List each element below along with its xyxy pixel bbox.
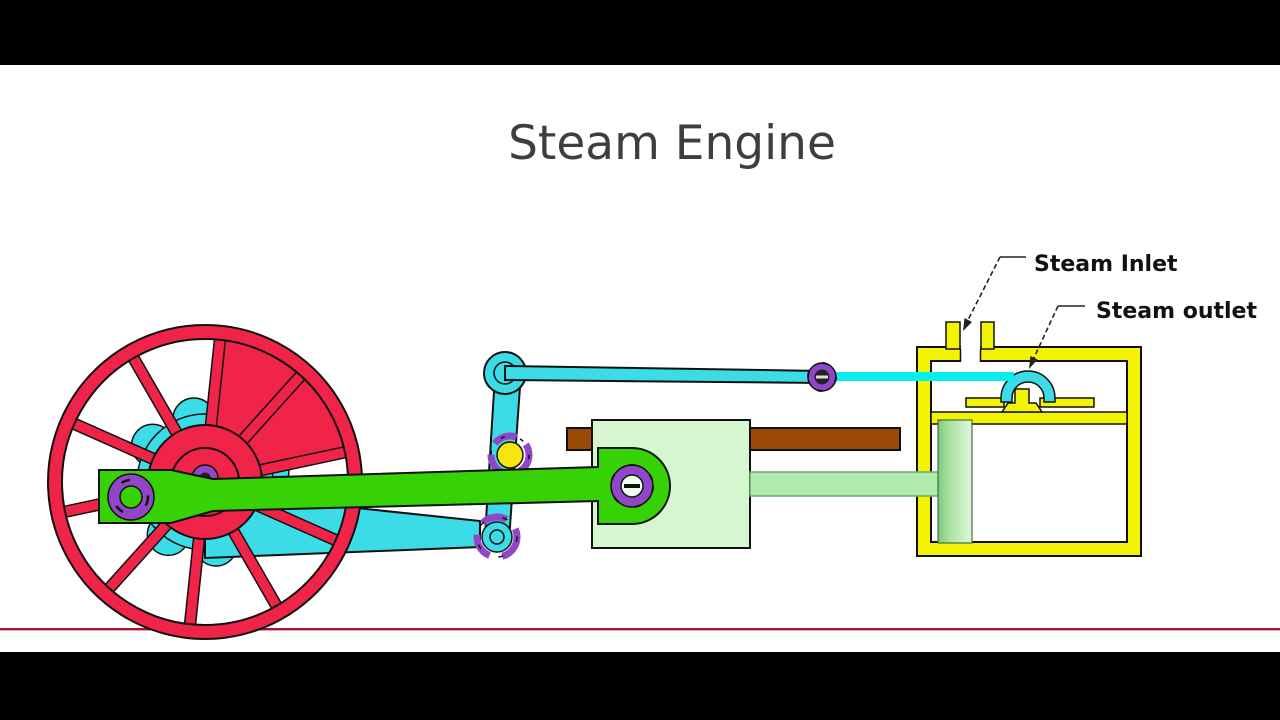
- valve-seat-pedestal: [1000, 388, 1044, 413]
- ground-line: [0, 628, 1280, 631]
- steam-inlet-leader: [963, 256, 1026, 331]
- inlet-arrow-icon: [963, 318, 972, 331]
- steam-inlet-label: Steam Inlet: [1034, 252, 1178, 277]
- letterbox-top: [0, 0, 1280, 65]
- cylinder: [916, 321, 1142, 557]
- flywheel-rim: [47, 324, 363, 640]
- valve-link: [504, 364, 824, 385]
- piston-rod: [749, 471, 943, 497]
- outlet-arrow-icon: [1029, 356, 1038, 369]
- steam-inlet-opening: [961, 345, 980, 363]
- valve-rod: [826, 372, 1014, 381]
- connecting-rod: [98, 447, 671, 525]
- steam-outlet-label: Steam outlet: [1096, 299, 1257, 324]
- valve-seat-rail-left: [965, 397, 1005, 408]
- valve-seat-rail-right: [1039, 397, 1095, 408]
- big-end-pin: [107, 473, 155, 521]
- letterbox-bottom: [0, 652, 1280, 720]
- rocker-bottom-pivot: [473, 513, 521, 561]
- steam-inlet-port-left: [945, 321, 961, 350]
- valve-rod-pin: [807, 362, 837, 392]
- steam-inlet-port-right: [980, 321, 995, 350]
- piston: [937, 419, 973, 544]
- crosshead-pin: [610, 464, 654, 508]
- steam-outlet-leader: [1029, 305, 1085, 369]
- rocker-mid-pin: [487, 432, 533, 478]
- page-title: Steam Engine: [508, 116, 836, 171]
